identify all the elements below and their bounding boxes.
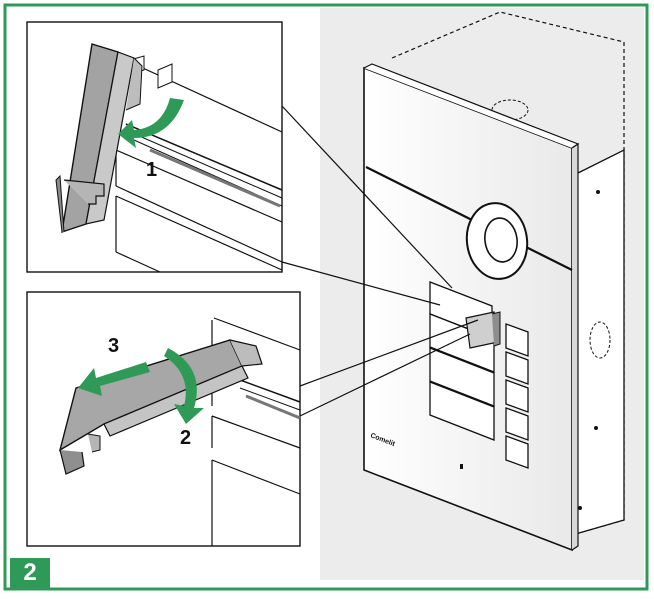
callout-1: 1: [146, 159, 157, 181]
detail-panel-1: 1: [26, 21, 283, 273]
callout-3: 3: [108, 335, 119, 357]
arrow-step-2: [164, 348, 204, 424]
detail-panel-2: 3 2: [26, 291, 301, 547]
label-holder-2: [58, 339, 263, 475]
microphone-hole: [460, 464, 463, 469]
arrow-step-3: [78, 362, 150, 396]
callout-2: 2: [180, 427, 191, 449]
detail-frame-1: [26, 21, 283, 273]
label-holder-1: [55, 43, 143, 234]
knockout-hole-side: [589, 321, 611, 359]
name-label-slots: [429, 281, 495, 441]
step-number-badge: 2: [10, 558, 50, 588]
leader-lines: [281, 105, 479, 417]
arrow-step-1: [118, 98, 184, 148]
camera-module: [465, 202, 529, 280]
call-buttons: [505, 323, 529, 469]
back-box-side: [571, 148, 625, 536]
entry-panel-device: Comelit: [363, 11, 625, 552]
back-box-outline: [391, 11, 625, 536]
